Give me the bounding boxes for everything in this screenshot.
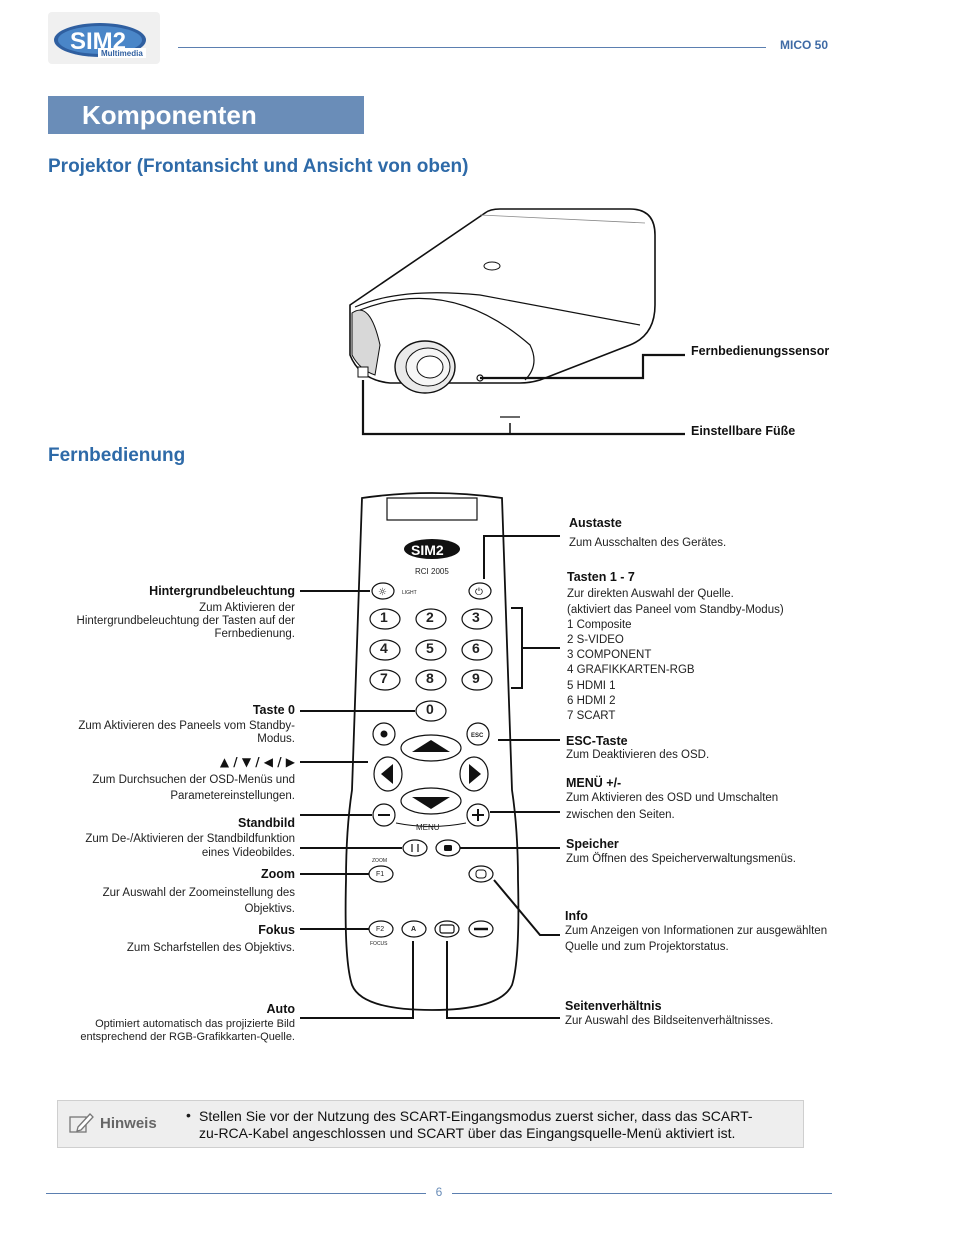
page-number: 6	[435, 1185, 443, 1199]
callout-zoom-desc-2: Objektivs.	[244, 903, 296, 915]
label-adjustable-feet: Einstellbare Füße	[691, 424, 796, 438]
remote-button-2[interactable]: 2	[426, 609, 434, 625]
callout-key0-desc-2: Modus.	[257, 733, 295, 745]
callout-zoom-title: Zoom	[260, 867, 295, 881]
label-remote-sensor: Fernbedienungssensor	[691, 344, 830, 358]
callout-freeze-title: Standbild	[238, 816, 295, 830]
callout-keys17-desc-6: 4 GRAFIKKARTEN-RGB	[567, 664, 695, 676]
callout-esc-title: ESC-Taste	[566, 734, 628, 748]
callout-backlight-desc-2: Hintergrundbeleuchtung der Tasten auf de…	[76, 615, 295, 627]
note-text: Stellen Sie vor der Nutzung des SCART-Ei…	[199, 1108, 753, 1142]
sim2-logo: SIM2 Multimedia	[48, 12, 160, 64]
remote-button-7[interactable]: 7	[380, 670, 388, 686]
callout-keys17-desc-2: (aktiviert das Paneel vom Standby-Modus)	[567, 604, 784, 616]
callout-key0-desc-1: Zum Aktivieren des Paneels vom Standby-	[78, 720, 295, 732]
pencil-icon	[69, 1113, 94, 1133]
footer-rule-left	[46, 1193, 426, 1194]
remote-button-5[interactable]: 5	[426, 640, 434, 656]
remote-f2-label: F2	[376, 926, 385, 933]
remote-button-8[interactable]: 8	[426, 670, 434, 686]
note-text-line-2: zu-RCA-Kabel angeschlossen und SCART übe…	[199, 1125, 736, 1141]
callout-freeze-desc-1: Zum De-/Aktivieren der Standbildfunktion	[85, 833, 295, 845]
callout-keys17-desc-4: 2 S-VIDEO	[567, 634, 624, 646]
callout-backlight-desc-3: Fernbedienung.	[214, 628, 295, 640]
callout-arrows-desc-1: Zum Durchsuchen der OSD-Menüs und	[92, 774, 295, 786]
model-name: MICO 50	[780, 38, 829, 52]
callout-keys17-desc-9: 7 SCART	[567, 710, 616, 722]
callout-info-desc-2: Quelle und zum Projektorstatus.	[565, 941, 729, 953]
remote-menu-label: MENU	[416, 823, 440, 832]
note-bullet: •	[186, 1107, 191, 1123]
remote-f1-label: F1	[376, 871, 385, 878]
note-text-line-1: Stellen Sie vor der Nutzung des SCART-Ei…	[199, 1108, 753, 1124]
callout-backlight-desc-1: Zum Aktivieren der	[199, 602, 295, 614]
callout-aspect-title: Seitenverhältnis	[565, 999, 662, 1013]
callout-focus-title: Fokus	[258, 923, 295, 937]
svg-text:Multimedia: Multimedia	[101, 49, 143, 58]
callout-keys17-desc-3: 1 Composite	[567, 619, 632, 631]
remote-light-label: LIGHT	[402, 590, 417, 596]
svg-text:⏻: ⏻	[475, 587, 483, 598]
callout-freeze-desc-2: eines Videobildes.	[201, 847, 295, 859]
callout-zoom-desc-1: Zur Auswahl der Zoomeinstellung des	[102, 887, 295, 899]
remote-button-3[interactable]: 3	[472, 609, 480, 625]
note-box: Hinweis • Stellen Sie vor der Nutzung de…	[57, 1100, 804, 1148]
callout-power-title: Austaste	[569, 516, 622, 530]
page-title: Komponenten	[82, 100, 257, 130]
callout-keys17-desc-8: 6 HDMI 2	[567, 695, 616, 707]
page-title-bar: Komponenten	[48, 96, 364, 134]
callout-keys17-desc-1: Zur direkten Auswahl der Quelle.	[567, 588, 734, 600]
remote-button-6[interactable]: 6	[472, 640, 480, 656]
callout-power-desc-1: Zum Ausschalten des Gerätes.	[569, 537, 727, 549]
callout-arrows-desc-2: Parametereinstellungen.	[170, 790, 295, 802]
remote-focus-label: FOCUS	[370, 941, 388, 947]
callout-memory-title: Speicher	[566, 837, 619, 851]
callout-auto-desc-1: Optimiert automatisch das projizierte Bi…	[95, 1018, 295, 1030]
remote-a-label: A	[411, 926, 417, 933]
callout-backlight-title: Hintergrundbeleuchtung	[149, 584, 295, 598]
svg-text:☼: ☼	[378, 587, 387, 598]
section-heading-remote: Fernbedienung	[48, 445, 186, 466]
callout-focus-desc-1: Zum Scharfstellen des Objektivs.	[126, 942, 295, 954]
callout-aspect-desc-1: Zur Auswahl des Bildseitenverhältnisses.	[565, 1015, 774, 1027]
callout-keys17-title: Tasten 1 - 7	[567, 570, 635, 584]
callout-menu-title: MENÜ +/-	[566, 776, 622, 790]
svg-text:SIM2: SIM2	[411, 542, 444, 558]
header-rule	[178, 47, 766, 48]
callout-info-desc-1: Zum Anzeigen von Informationen zur ausge…	[565, 925, 828, 937]
remote-button-9[interactable]: 9	[472, 670, 480, 686]
callout-memory-desc-1: Zum Öffnen des Speicherverwaltungsmenüs.	[566, 853, 796, 865]
remote-model-label: RCI 2005	[415, 567, 449, 576]
callout-info-title: Info	[565, 909, 588, 923]
section-heading-projector: Projektor (Frontansicht und Ansicht von …	[48, 156, 469, 177]
note-title: Hinweis	[100, 1115, 157, 1132]
remote-esc-label: ESC	[471, 733, 484, 739]
callout-auto-desc-2: entsprechend der RGB-Grafikkarten-Quelle…	[80, 1031, 295, 1043]
callout-key0-title: Taste 0	[252, 703, 295, 717]
callout-keys17-desc-5: 3 COMPONENT	[567, 649, 652, 661]
callout-auto-title: Auto	[266, 1002, 295, 1016]
projector-illustration	[349, 208, 685, 436]
callout-arrows-title: ▲ / ▼ / ◀ / ▶	[219, 755, 295, 769]
remote-zoom-label: ZOOM	[372, 858, 387, 864]
remote-button-1[interactable]: 1	[380, 609, 388, 625]
remote-control-illustration: SIM2 ☼ ⏻	[300, 492, 560, 1019]
callout-menu-desc-1: Zum Aktivieren des OSD und Umschalten	[566, 792, 779, 804]
footer-rule-right	[452, 1193, 832, 1194]
callout-menu-desc-2: zwischen den Seiten.	[566, 809, 675, 821]
callout-keys17-desc-7: 5 HDMI 1	[567, 680, 616, 692]
remote-button-4[interactable]: 4	[380, 640, 388, 656]
remote-button-0[interactable]: 0	[426, 701, 434, 717]
callout-esc-desc-1: Zum Deaktivieren des OSD.	[566, 749, 710, 761]
